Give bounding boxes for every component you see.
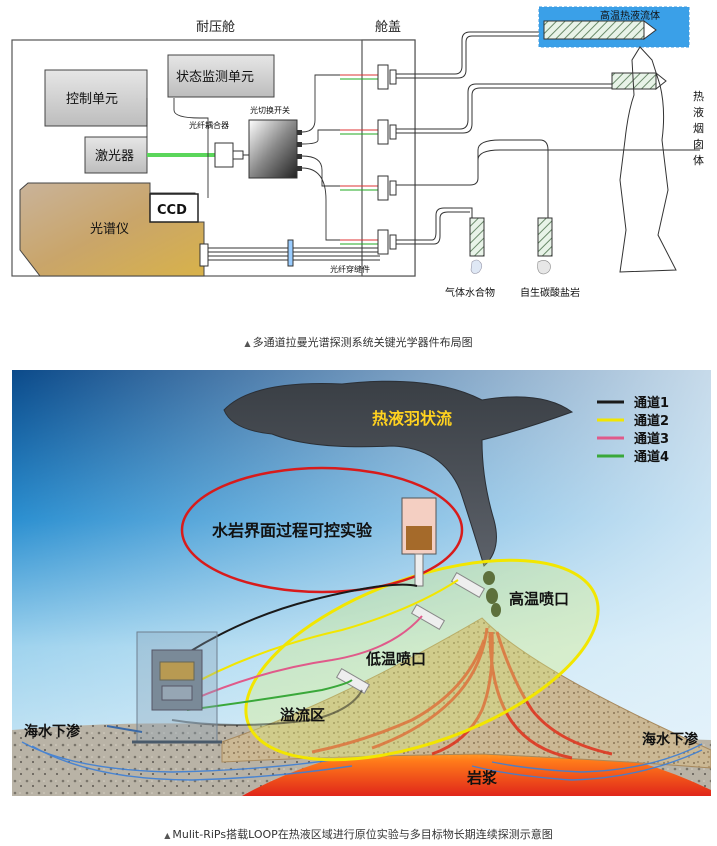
vent-chimney-label: 热 液 烟 囱 体 <box>693 90 708 167</box>
state-monitor-box <box>167 54 275 98</box>
hot-fluid-label: 高温热液流体 <box>600 9 660 22</box>
legend-label-3: 通道3 <box>634 431 669 447</box>
optical-layout-diagram: 耐压舱 舱盖 状态监测单元 控制单元 激光器 光纤耦合器 光切换开关 光谱仪 C… <box>11 6 708 299</box>
legend: 通道1 通道2 通道3 通道4 <box>597 395 669 465</box>
chamber-label: 耐压舱 <box>196 20 235 35</box>
figure2-caption-text: Mulit-RiPs搭载LOOP在热液区域进行原位实验与多目标物长期连续探测示意… <box>172 828 553 841</box>
legend-label-4: 通道4 <box>634 449 669 465</box>
magma-label: 岩浆 <box>466 769 498 787</box>
seep-left-label: 海水下渗 <box>24 723 81 740</box>
experiment-label: 水岩界面过程可控实验 <box>212 521 373 540</box>
control-unit-box <box>44 69 148 127</box>
gas-hydrate-label: 气体水合物 <box>445 286 495 299</box>
carbonate-label: 自生碳酸盐岩 <box>520 286 580 299</box>
figure1-caption: ▲多通道拉曼光谱探测系统关键光学器件布局图 <box>0 334 717 350</box>
loop-lander <box>106 631 222 744</box>
seep-right-label: 海水下渗 <box>642 731 699 748</box>
vent-chimney-char: 热 <box>693 90 704 103</box>
figure1-caption-text: 多通道拉曼光谱探测系统关键光学器件布局图 <box>252 336 473 349</box>
plume <box>223 380 574 567</box>
overflow-label: 溢流区 <box>280 706 325 724</box>
figure2-caption: ▲Mulit-RiPs搭载LOOP在热液区域进行原位实验与多目标物长期连续探测示… <box>0 826 717 842</box>
experiment-zone <box>180 466 464 594</box>
triangle-icon: ▲ <box>244 339 251 348</box>
legend-label-1: 通道1 <box>634 395 669 411</box>
fiber-coupler-label: 光纤耦合器 <box>189 120 229 130</box>
fiber-feedthrough-label: 光纤穿缝件 <box>330 264 370 274</box>
laser-label: 激光器 <box>95 149 134 164</box>
plume-label: 热液羽状流 <box>372 409 452 428</box>
laser-box <box>84 136 148 174</box>
legend-label-2: 通道2 <box>634 413 669 429</box>
cover-label: 舱盖 <box>375 20 401 35</box>
triangle-icon: ▲ <box>164 831 171 840</box>
optical-switch-label: 光切换开关 <box>250 105 290 115</box>
high-vent-label: 高温喷口 <box>509 590 569 608</box>
spectrometer-label: 光谱仪 <box>90 222 129 237</box>
optical-switch <box>248 119 298 179</box>
control-unit-label: 控制单元 <box>66 92 118 107</box>
low-vent-label: 低温喷口 <box>365 650 426 668</box>
ccd-label: CCD <box>157 203 187 218</box>
probe-group <box>335 571 486 695</box>
hydrothermal-scene-diagram: 热液羽状流 水岩界面过程可控实验 高温喷口 低温喷口 溢流区 海水下渗 海水下渗… <box>12 370 711 796</box>
ccd-box <box>149 193 199 223</box>
vent-chimney-outline <box>619 46 677 273</box>
state-monitor-label: 状态监测单元 <box>176 70 254 85</box>
fiber-coupler <box>214 142 234 168</box>
